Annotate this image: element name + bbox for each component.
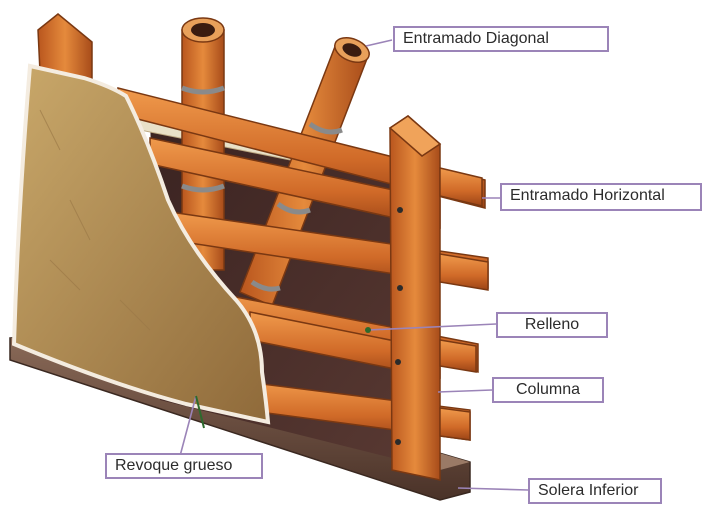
label-solera-inferior: Solera Inferior — [528, 478, 662, 504]
batten-stubs — [440, 168, 488, 440]
label-entramado-diagonal: Entramado Diagonal — [393, 26, 609, 52]
front-column — [390, 116, 440, 480]
label-revoque-grueso: Revoque grueso — [105, 453, 263, 479]
label-columna: Columna — [492, 377, 604, 403]
label-entramado-horizontal: Entramado Horizontal — [500, 183, 702, 211]
label-relleno: Relleno — [496, 312, 608, 338]
